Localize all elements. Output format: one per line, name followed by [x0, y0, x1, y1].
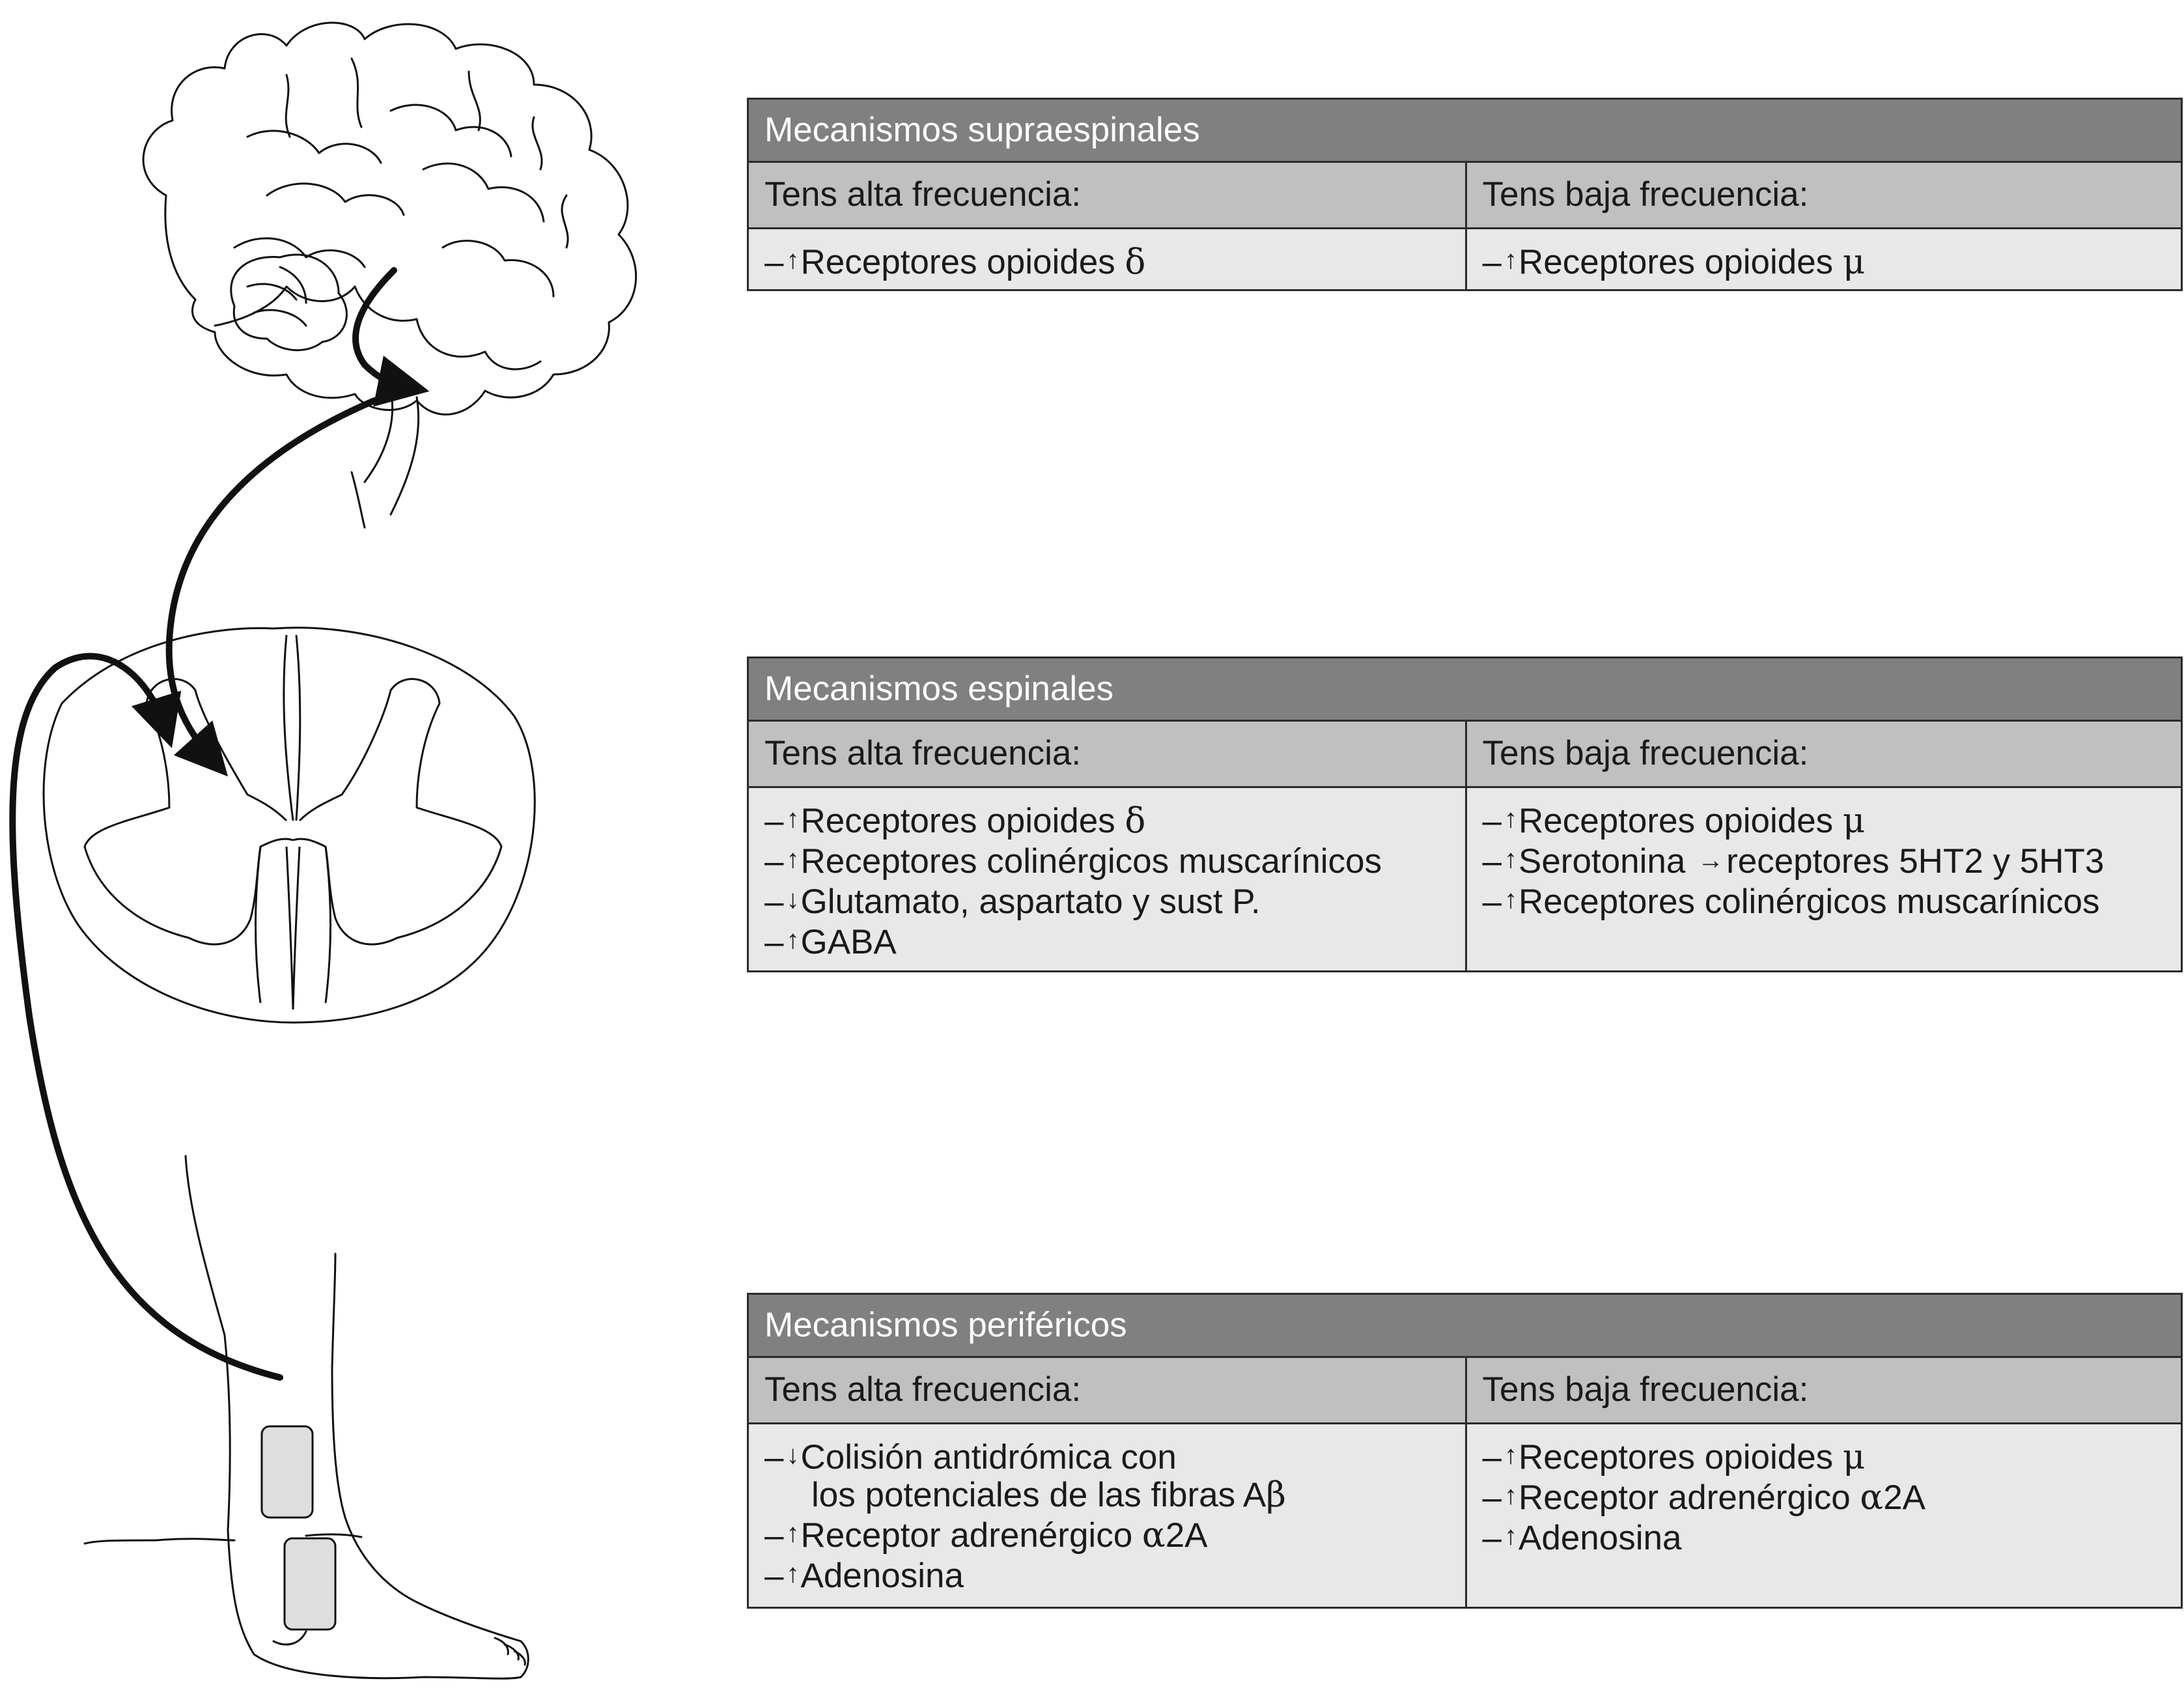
electrode-pads [260, 1425, 337, 1631]
arrow-up-icon: ↑ [1504, 1441, 1517, 1469]
arrow-up-icon: ↑ [1504, 845, 1517, 873]
list-item: –↑Adenosina [1483, 1517, 2181, 1557]
column-header-high-frequency: Tens alta frecuencia: [749, 163, 1465, 229]
arrow-up-icon: ↑ [786, 246, 800, 274]
column-header-low-frequency: Tens baja frecuencia: [1464, 722, 2181, 788]
brain-icon [142, 21, 637, 529]
high-frequency-list: –↑Receptores opioides δ –↑Receptores col… [749, 788, 1465, 970]
arrow-up-icon: ↑ [1504, 1481, 1517, 1510]
column-header-high-frequency: Tens alta frecuencia: [749, 722, 1465, 788]
electrode-pad-upper [260, 1425, 314, 1519]
column-header-high-frequency: Tens alta frecuencia: [749, 1358, 1465, 1424]
column-header-low-frequency: Tens baja frecuencia: [1464, 1358, 2181, 1424]
high-frequency-list: –↑Receptores opioides δ [749, 229, 1465, 289]
list-item: –↑Receptores opioides μ [1482, 801, 1866, 841]
list-item: –↑Receptores opioides δ [764, 242, 1146, 282]
panel-title: Mecanismos supraespinales [749, 100, 2181, 163]
arrow-up-icon: ↑ [786, 925, 800, 954]
arrow-up-icon: ↑ [1504, 804, 1517, 833]
arrow-within-brain [352, 267, 430, 407]
list-item: –↑Receptor adrenérgico α2A [1482, 1478, 1926, 1518]
list-item: –↑Receptores opioides μ [1482, 1437, 1866, 1477]
list-item: –↑Receptores opioides δ [764, 801, 1146, 841]
panel-spinal: Mecanismos espinales Tens alta frecuenci… [747, 656, 2183, 972]
panel-title: Mecanismos periféricos [749, 1295, 2181, 1358]
list-item: –↑Serotonina →receptores 5HT2 y 5HT3 [1483, 840, 2181, 881]
list-item-continuation: los potenciales de las fibras Aβ [811, 1475, 1286, 1515]
arrow-up-icon: ↑ [786, 845, 800, 873]
arrow-up-icon: ↑ [1504, 885, 1517, 914]
list-item: –↑Receptores colinérgicos muscarínicos [764, 840, 1465, 881]
leg-icon [83, 1155, 529, 1680]
arrow-down-icon: ↓ [786, 1441, 800, 1469]
list-item: –↓Colisión antidrómica con [764, 1436, 1465, 1476]
low-frequency-list: –↑Receptores opioides μ –↑Serotonina →re… [1464, 788, 2181, 970]
low-frequency-list: –↑Receptores opioides μ [1464, 229, 2181, 289]
list-item: –↓Glutamato, aspartato y sust P. [764, 881, 1465, 921]
spinal-cord-icon [42, 627, 536, 1024]
panel-supraspinal: Mecanismos supraespinales Tens alta frec… [747, 98, 2183, 291]
arrow-up-icon: ↑ [786, 804, 800, 833]
panel-peripheral: Mecanismos periféricos Tens alta frecuen… [747, 1293, 2183, 1609]
column-header-low-frequency: Tens baja frecuencia: [1464, 163, 2181, 229]
list-item: –↑Receptores colinérgicos muscarínicos [1483, 881, 2181, 921]
list-item: –↑GABA [764, 921, 1465, 961]
list-item: –↑Adenosina [764, 1555, 1465, 1595]
anatomy-illustration [9, 21, 637, 1680]
arrow-right-icon: → [1698, 846, 1724, 875]
high-frequency-list: –↓Colisión antidrómica con los potencial… [749, 1424, 1465, 1607]
arrow-down-icon: ↓ [786, 885, 800, 914]
electrode-pad-lower [283, 1537, 337, 1631]
list-item: –↑Receptores opioides μ [1482, 242, 1866, 282]
arrow-up-icon: ↑ [1504, 1521, 1517, 1550]
panel-title: Mecanismos espinales [749, 658, 2181, 722]
arrow-up-icon: ↑ [786, 1559, 800, 1588]
list-item: –↑Receptor adrenérgico α2A [764, 1516, 1208, 1555]
pathway-arrows [9, 267, 430, 1381]
low-frequency-list: –↑Receptores opioides μ –↑Receptor adren… [1464, 1424, 2181, 1607]
arrow-up-icon: ↑ [1504, 246, 1517, 274]
arrow-up-icon: ↑ [786, 1519, 800, 1547]
arrow-peripheral-to-spinal [9, 653, 283, 1381]
arrow-brain-to-spinal [165, 397, 378, 777]
